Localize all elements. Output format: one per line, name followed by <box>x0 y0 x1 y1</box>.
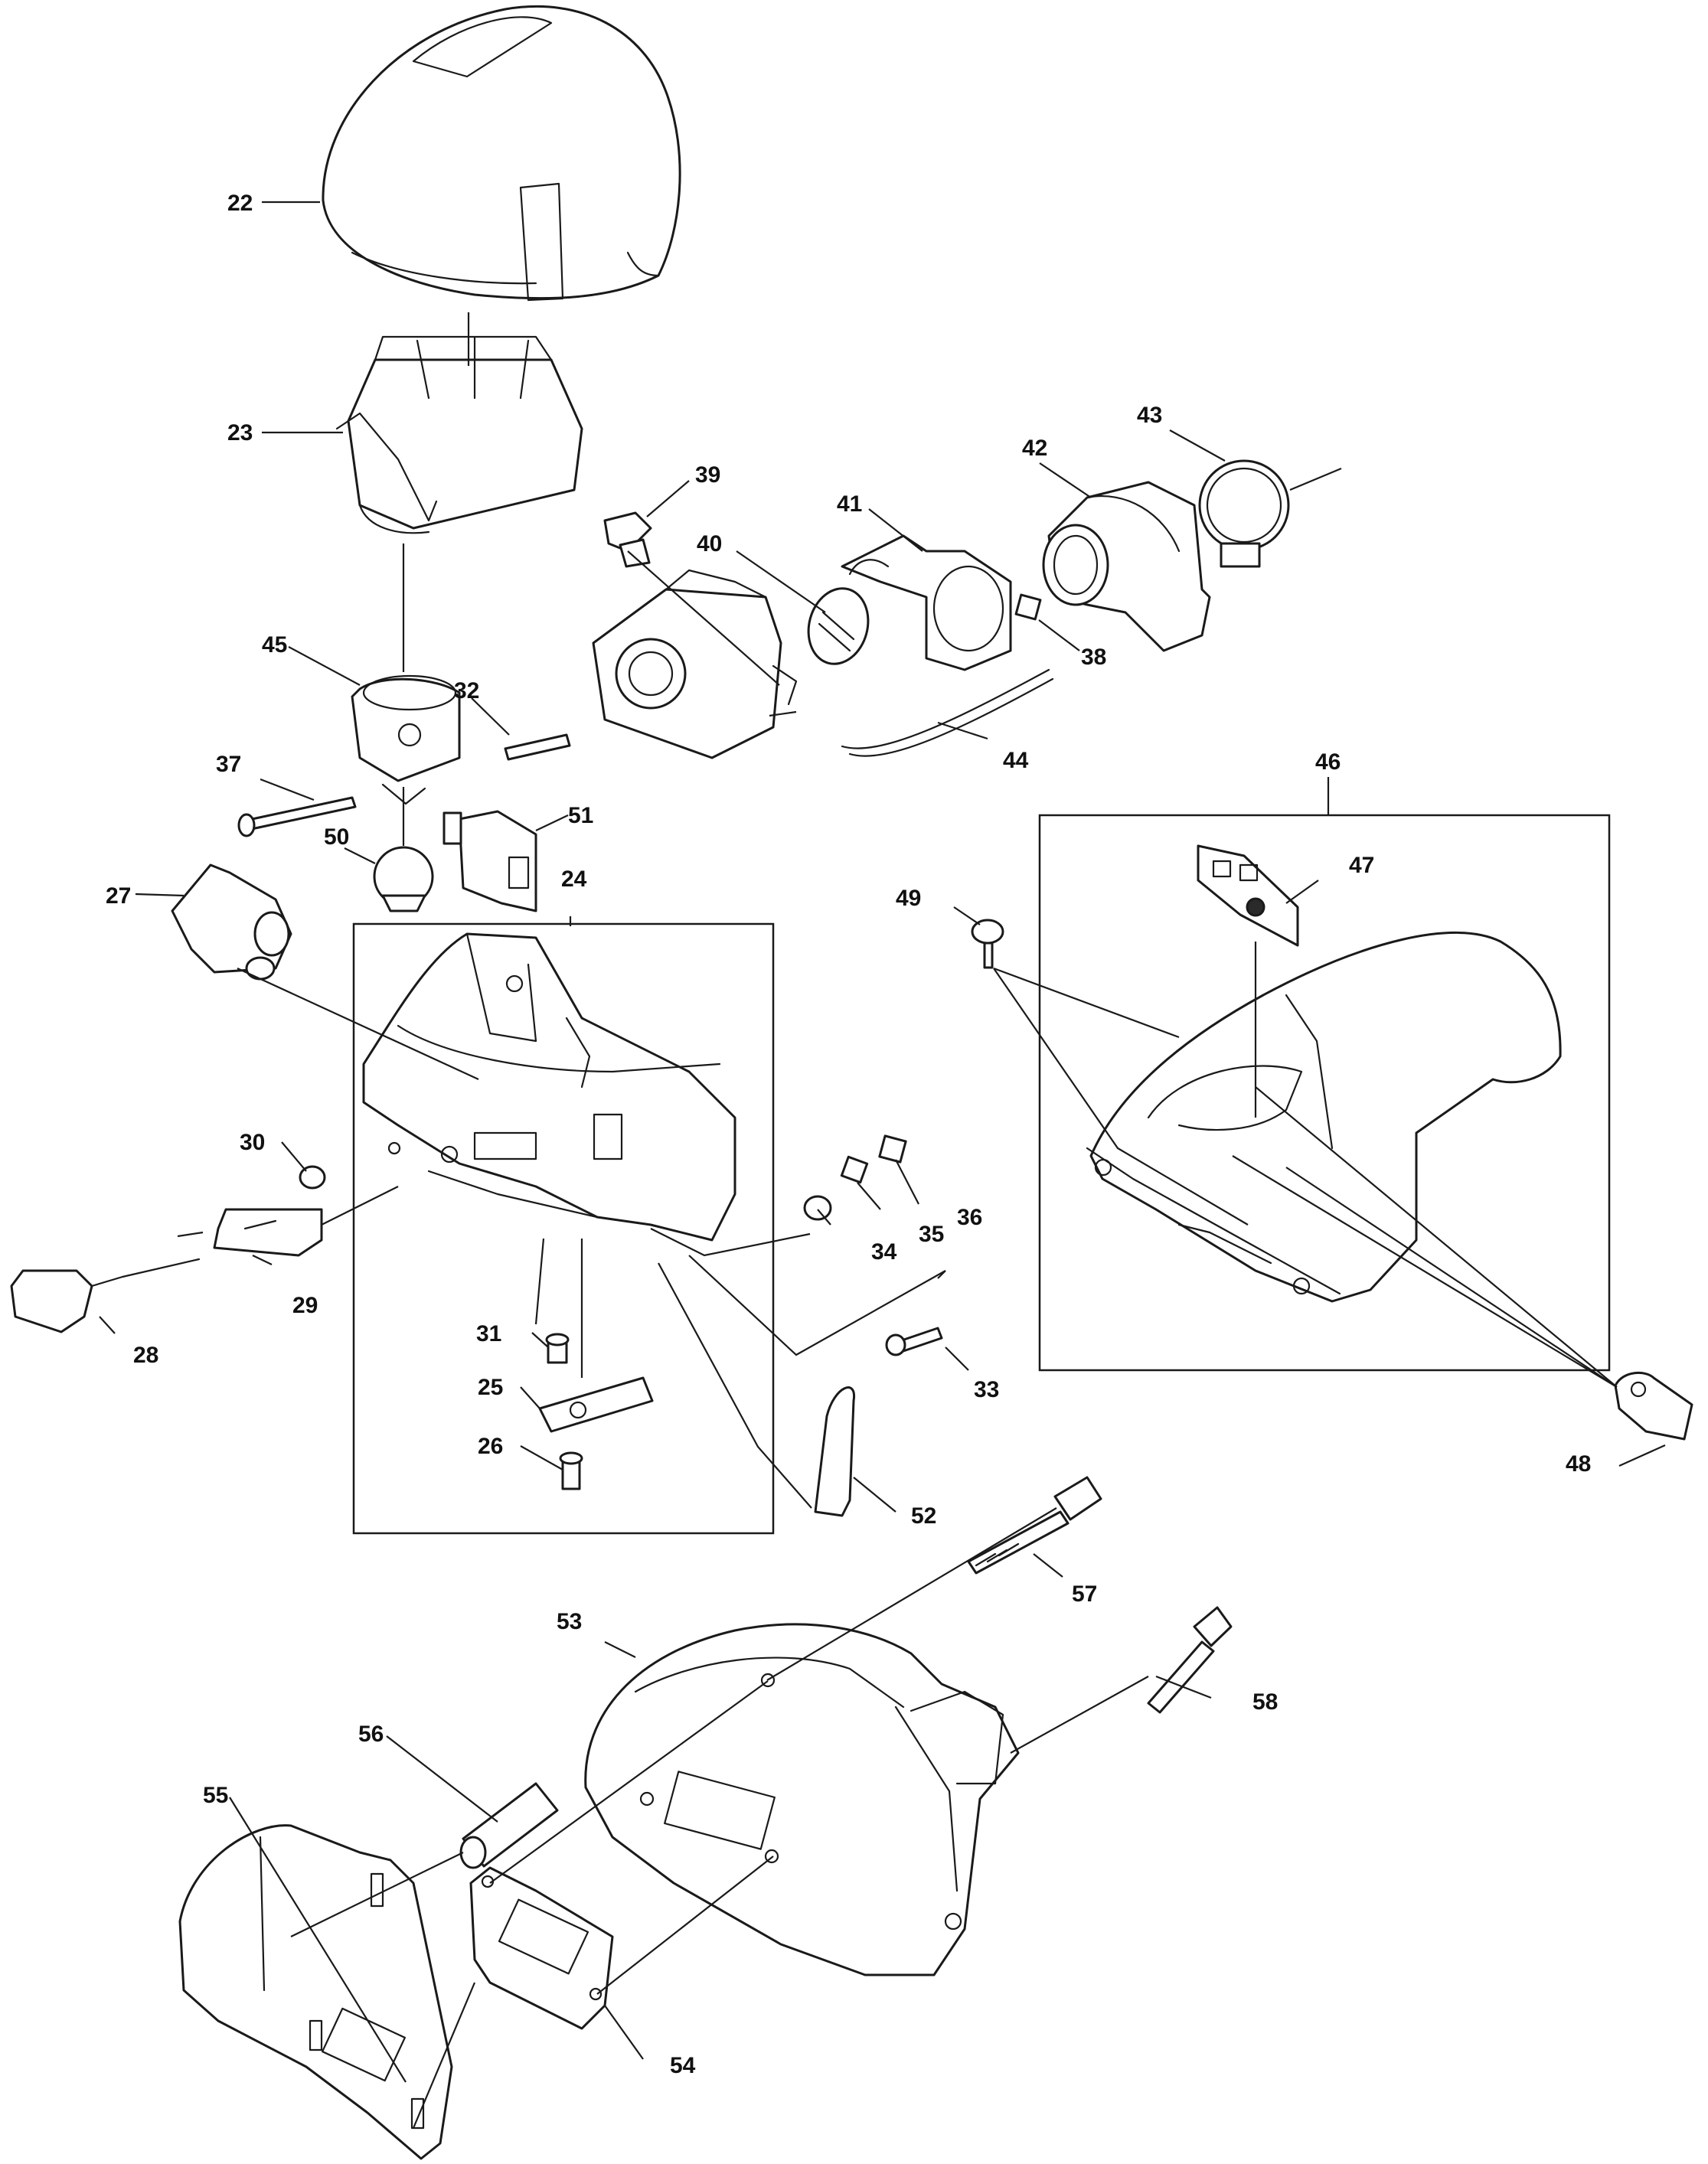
callout-48: 48 <box>1566 1451 1591 1477</box>
part-51-bracket <box>443 810 537 912</box>
part-47-label <box>1197 844 1299 947</box>
part-41-intake-flange <box>841 534 1012 671</box>
part-50-grommet <box>373 846 434 912</box>
group-frame-24 <box>352 922 775 1535</box>
callout-29: 29 <box>292 1293 318 1318</box>
callout-44: 44 <box>1003 748 1029 773</box>
part-25-plate <box>538 1376 654 1433</box>
part-43-clamp <box>1198 459 1290 568</box>
callout-37: 37 <box>216 752 241 777</box>
leader-lines <box>99 201 1666 2129</box>
part-27-boot <box>171 863 292 981</box>
callout-27: 27 <box>106 883 131 909</box>
part-34-nut <box>803 1195 832 1221</box>
part-37-bolt <box>237 796 357 837</box>
part-23-air-filter <box>335 335 583 534</box>
callout-45: 45 <box>262 632 287 658</box>
part-22-air-filter-cover <box>322 5 681 302</box>
part-56-spacer <box>459 1782 559 1869</box>
part-36-nut <box>878 1134 907 1164</box>
part-40-gasket <box>807 587 870 665</box>
callout-43: 43 <box>1137 403 1162 428</box>
callout-23: 23 <box>227 420 253 446</box>
callout-57: 57 <box>1072 1581 1097 1607</box>
callout-56: 56 <box>358 1722 384 1747</box>
part-28-trigger <box>10 1258 201 1333</box>
part-38-nut <box>1014 593 1042 621</box>
callout-54: 54 <box>670 2053 696 2078</box>
callout-33: 33 <box>974 1377 999 1402</box>
callout-50: 50 <box>324 824 349 850</box>
callout-42: 42 <box>1022 436 1047 461</box>
callout-32: 32 <box>454 678 479 703</box>
part-26-screw <box>559 1451 583 1490</box>
part-46-cover <box>1086 931 1562 1303</box>
callout-24: 24 <box>561 867 587 892</box>
callout-41: 41 <box>837 491 862 517</box>
callout-35: 35 <box>919 1222 944 1247</box>
part-32-spacer <box>504 733 571 761</box>
part-42-intake-manifold <box>1042 481 1211 652</box>
callout-55: 55 <box>203 1783 228 1808</box>
part-29-bracket <box>213 1208 323 1257</box>
part-35-nut <box>840 1155 869 1184</box>
part-57-bolt <box>967 1476 1102 1575</box>
part-24-housing <box>362 932 736 1242</box>
callout-39: 39 <box>695 462 720 488</box>
callout-28: 28 <box>133 1343 158 1368</box>
part-carburetor <box>592 569 798 759</box>
group-frame-46 <box>1038 814 1611 1372</box>
part-58-bolt <box>1147 1606 1233 1714</box>
callout-30: 30 <box>240 1130 265 1155</box>
callout-47: 47 <box>1349 853 1374 878</box>
callout-25: 25 <box>478 1375 503 1400</box>
part-49-screw <box>971 919 1004 969</box>
callout-38: 38 <box>1081 645 1106 670</box>
part-30-nut <box>299 1165 326 1190</box>
callout-52: 52 <box>911 1503 936 1529</box>
part-54-gasket <box>469 1866 614 2030</box>
callout-22: 22 <box>227 191 253 216</box>
callout-46: 46 <box>1315 749 1341 775</box>
part-44-fuel-line <box>841 668 1054 757</box>
part-53-muffler <box>584 1623 1020 1976</box>
part-48-clip <box>1614 1371 1693 1441</box>
part-45-filter-base <box>351 674 461 805</box>
part-33-screw <box>885 1327 943 1356</box>
part-39-knob <box>603 511 652 568</box>
callout-51: 51 <box>568 803 593 828</box>
callout-31: 31 <box>476 1321 501 1346</box>
part-31-screw <box>545 1333 570 1364</box>
callout-53: 53 <box>557 1609 582 1634</box>
callout-34: 34 <box>871 1239 897 1265</box>
callout-49: 49 <box>896 886 921 911</box>
callout-40: 40 <box>697 531 722 557</box>
callout-labels: 22 23 39 43 42 41 40 38 45 32 44 37 46 5… <box>106 191 1591 2078</box>
callout-26: 26 <box>478 1434 503 1459</box>
callout-58: 58 <box>1252 1689 1278 1715</box>
callout-36: 36 <box>957 1205 982 1230</box>
part-52-clip <box>814 1386 856 1517</box>
part-55-heat-shield <box>178 1824 453 2160</box>
